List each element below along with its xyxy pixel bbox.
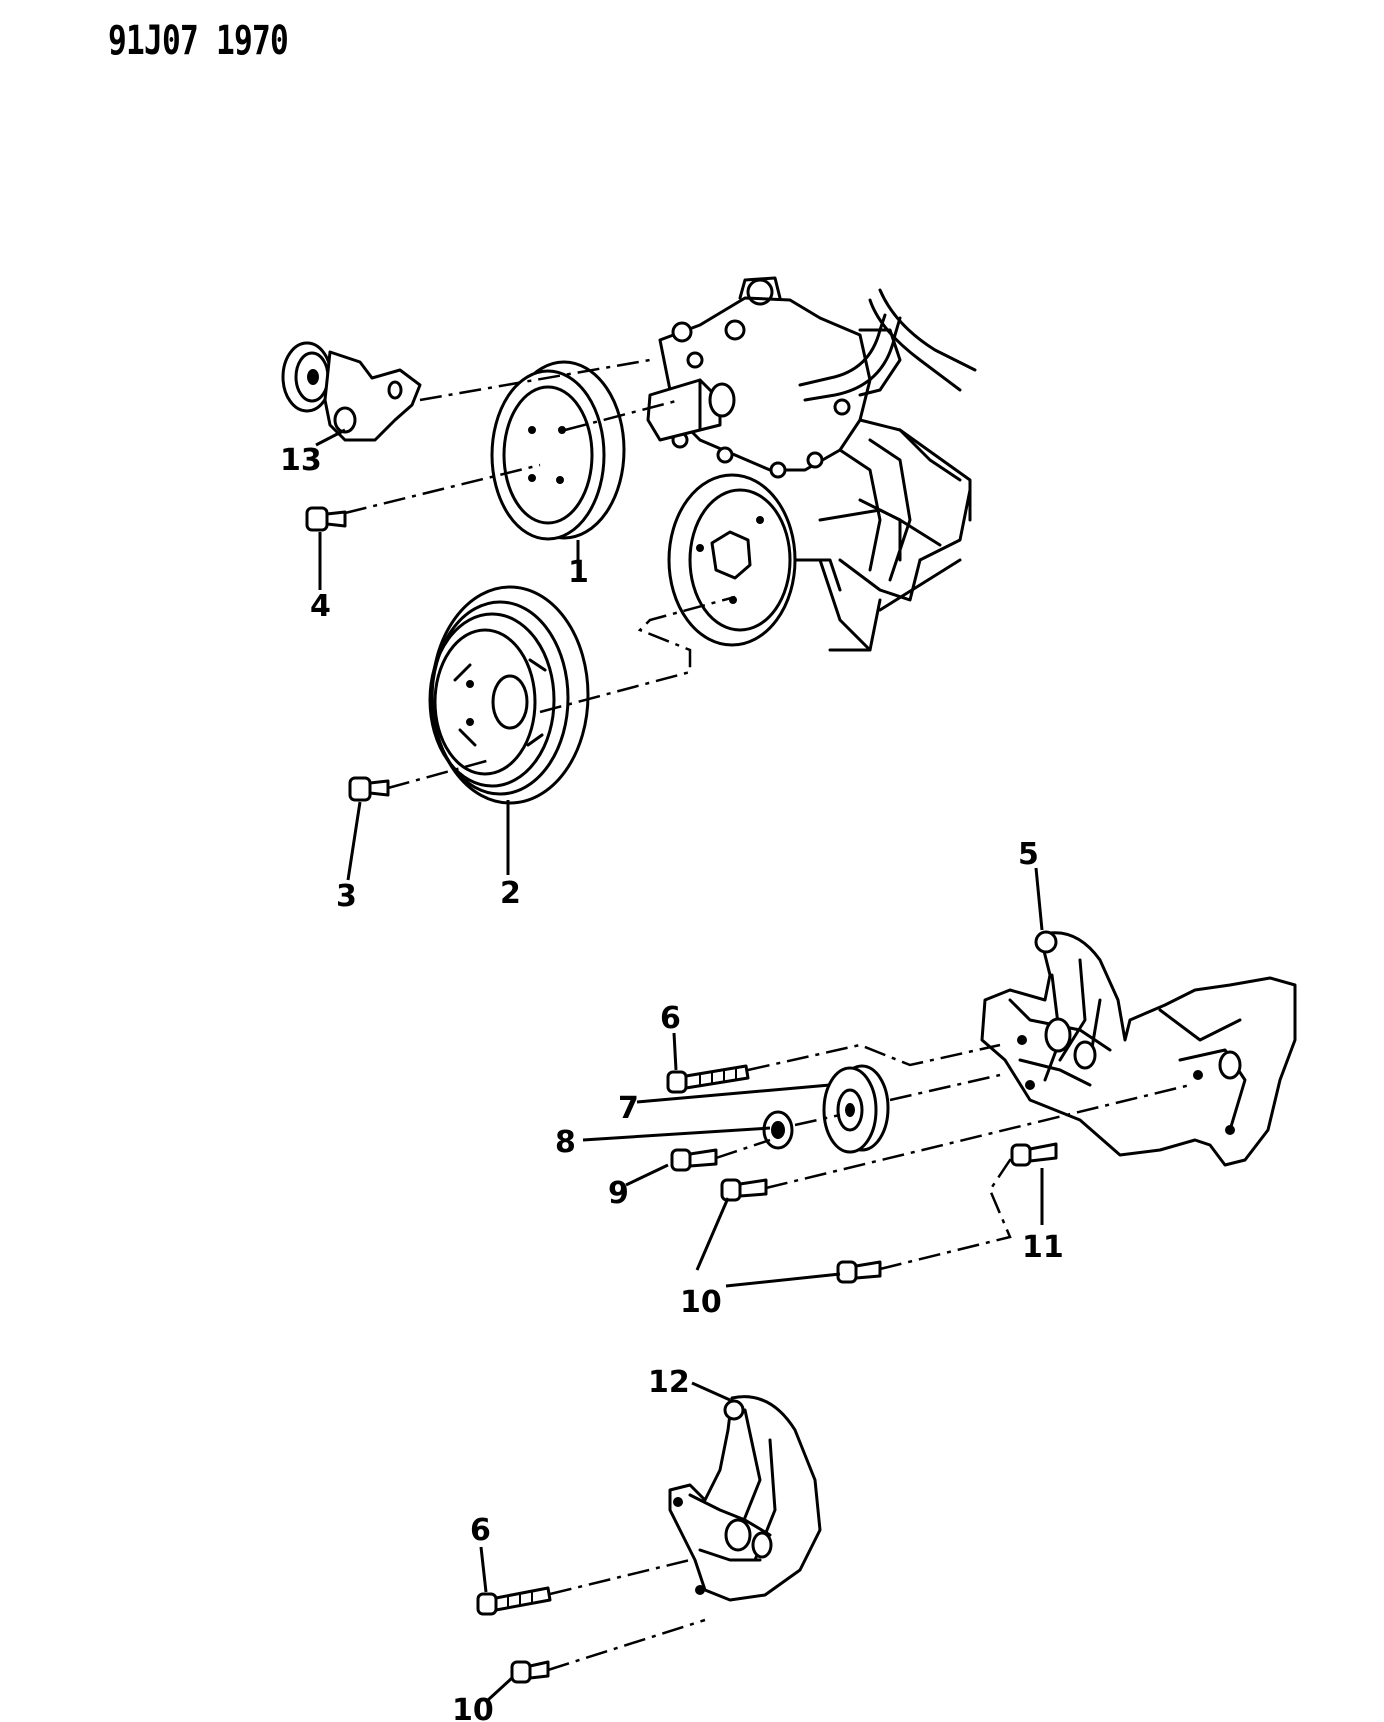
- part-3-bolt: [348, 776, 390, 802]
- part-8-spacer: [762, 1110, 794, 1150]
- callout-5: 5: [1018, 837, 1039, 872]
- assembly-centerlines: [344, 358, 1191, 1672]
- part-6-long-bolt: [666, 1064, 750, 1094]
- callout-13: 13: [280, 443, 322, 478]
- part-11-bolt: [1010, 1142, 1058, 1167]
- callout-labels: 13 4 1 2 3 5 6 7 8 9 10 11 12 6 10: [280, 443, 1064, 1722]
- part-10-bolt-b: [836, 1260, 882, 1284]
- callout-4: 4: [310, 589, 331, 624]
- callout-6: 6: [660, 1001, 681, 1036]
- part-6-long-bolt-lower: [476, 1586, 552, 1616]
- callout-10-lower: 10: [452, 1693, 494, 1722]
- part-5-bracket-assembly: [980, 930, 1297, 1167]
- callout-7: 7: [618, 1091, 639, 1126]
- part-4-bolt: [305, 506, 347, 532]
- callout-12: 12: [648, 1365, 690, 1400]
- part-1-pulley: [490, 360, 626, 541]
- callout-leaders: [315, 428, 1044, 1702]
- callout-10: 10: [680, 1285, 722, 1320]
- callout-1: 1: [568, 555, 589, 590]
- engine-block-illustration: [646, 276, 977, 652]
- part-12-bracket: [668, 1395, 822, 1602]
- part-2-crank-pulley: [428, 585, 590, 805]
- part-10-bolt-a: [720, 1178, 768, 1202]
- document-code: 91J07 1970: [108, 18, 289, 64]
- part-13-tensioner: [281, 341, 422, 442]
- part-9-bolt: [670, 1148, 718, 1172]
- callout-3: 3: [336, 879, 357, 914]
- callout-9: 9: [608, 1176, 629, 1211]
- part-7-idler-pulley: [822, 1064, 890, 1154]
- callout-2: 2: [500, 876, 521, 911]
- callout-8: 8: [555, 1125, 576, 1160]
- callout-11: 11: [1022, 1230, 1064, 1265]
- part-10-bolt-lower: [510, 1660, 550, 1684]
- callout-6-lower: 6: [470, 1513, 491, 1548]
